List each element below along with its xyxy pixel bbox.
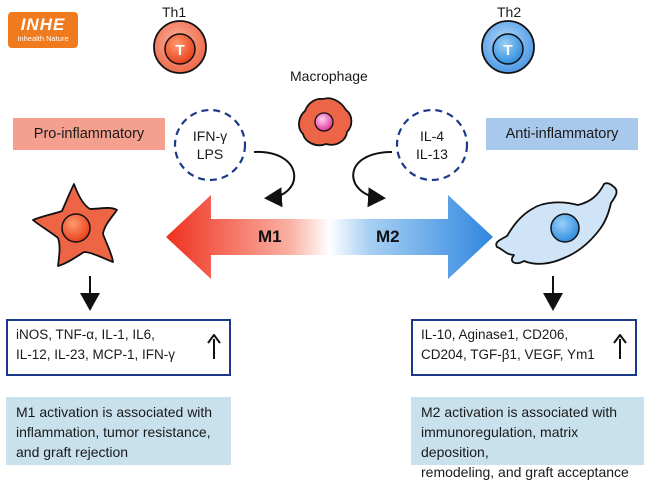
th2-glyph: T <box>503 42 512 59</box>
logo-subtitle: Inhealth Nature <box>17 34 69 43</box>
m2-markers-line1: IL-10, Aginase1, CD206, <box>421 327 569 342</box>
m1-note-line2: inflammation, tumor resistance, <box>16 424 211 440</box>
m2-stimulus-circle <box>395 108 469 182</box>
m2-stimuli: IL-4 IL-13 <box>402 127 462 163</box>
m1-label: M1 <box>258 227 282 246</box>
pro-inflammatory-label: Pro-inflammatory <box>13 118 165 150</box>
m1-note-line3: and graft rejection <box>16 444 129 460</box>
m1-stimulus-circle <box>173 108 247 182</box>
logo-brand: INHE <box>20 15 66 34</box>
th1-label: Th1 <box>162 4 187 20</box>
m1-markers-line1: iNOS, TNF-α, IL-1, IL6, <box>16 327 155 342</box>
m1-markers-line2: IL-12, IL-23, MCP-1, IFN-γ <box>16 347 176 362</box>
m2-activation-note: M2 activation is associated with immunor… <box>411 397 644 480</box>
m1-note-line1: M1 activation is associated with <box>16 404 213 420</box>
m2-markers-box: IL-10, Aginase1, CD206, CD204, TGF-β1, V… <box>411 319 637 376</box>
m2-curved-arrow <box>352 151 393 208</box>
brand-logo: INHE Inhealth Nature <box>8 12 78 48</box>
macrophage-label: Macrophage <box>290 68 368 84</box>
polarization-arrow <box>166 195 493 279</box>
macrophage-cell <box>298 97 353 147</box>
m1-activation-note: M1 activation is associated with inflamm… <box>6 397 231 465</box>
m2-note-line2: immunoregulation, matrix deposition, <box>421 424 579 460</box>
m2-macrophage-cell <box>495 182 618 265</box>
m2-upregulated-arrow-icon <box>613 334 627 359</box>
th2-cell: T <box>481 20 535 74</box>
m1-stimulus-lps: LPS <box>196 146 224 162</box>
diagram-canvas: T T <box>32 20 618 311</box>
m2-note-line3: remodeling, and graft acceptance <box>421 464 629 480</box>
anti-inflammatory-label: Anti-inflammatory <box>486 118 638 150</box>
m1-upregulated-arrow-icon <box>207 334 221 359</box>
m2-label: M2 <box>376 227 400 246</box>
m1-markers-box: iNOS, TNF-α, IL-1, IL6, IL-12, IL-23, MC… <box>6 319 231 376</box>
m1-stimuli: IFN-γ LPS <box>180 127 240 163</box>
m1-curved-arrow <box>253 150 295 208</box>
m1-macrophage-cell <box>32 183 118 267</box>
m2-markers-line2: CD204, TGF-β1, VEGF, Ym1 <box>421 347 595 362</box>
m2-stimulus-il4: IL-4 <box>419 128 445 144</box>
th2-label: Th2 <box>497 4 522 20</box>
m2-note-line1: M2 activation is associated with <box>421 404 618 420</box>
m2-stimulus-il13: IL-13 <box>416 146 448 162</box>
th1-cell: T <box>153 20 207 74</box>
th1-glyph: T <box>175 42 184 59</box>
m1-stimulus-ifn: IFN-γ <box>192 128 228 144</box>
